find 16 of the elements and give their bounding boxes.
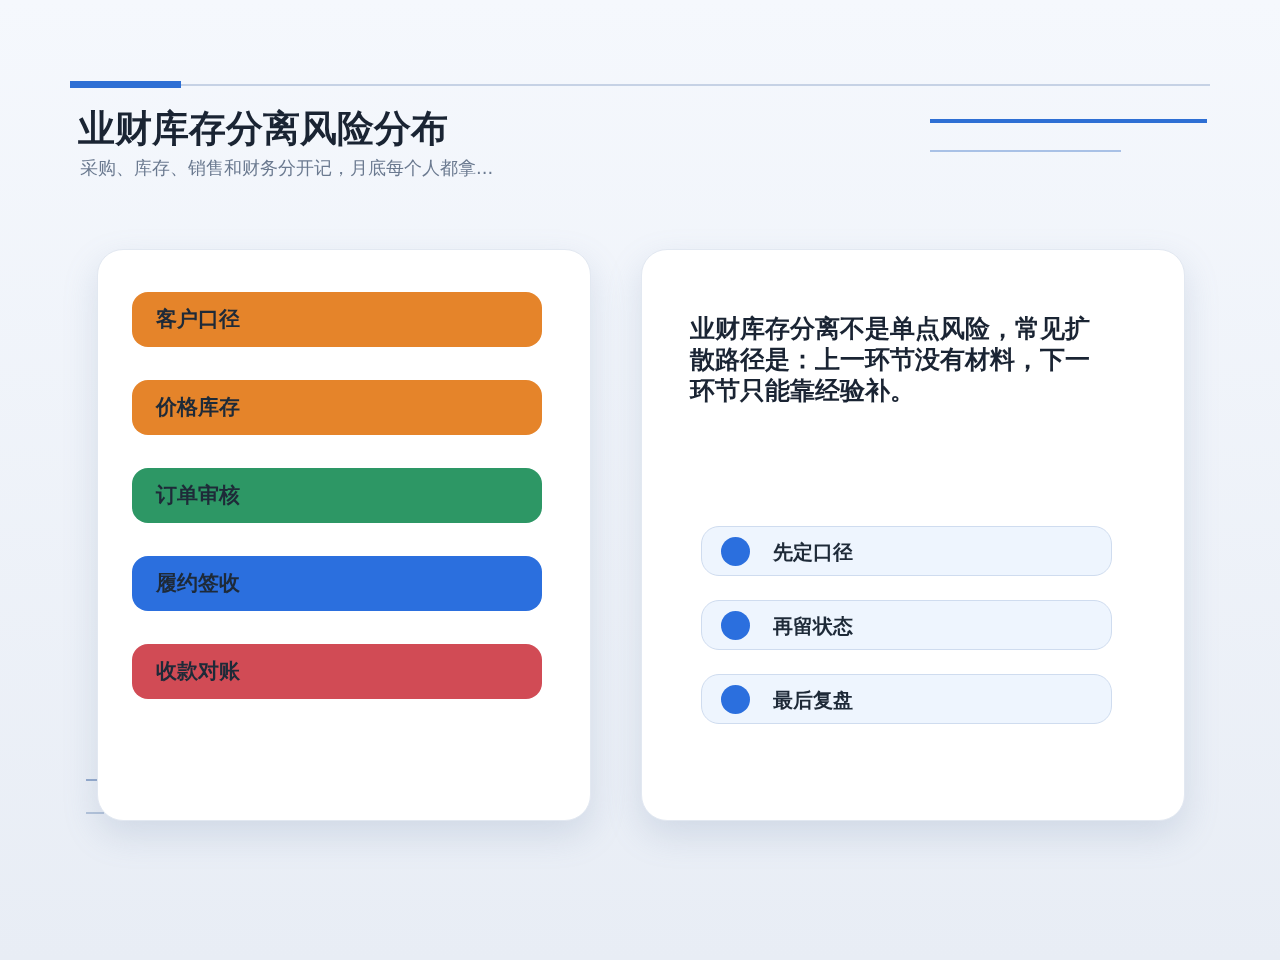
list-item-pill [701,526,1112,576]
item-text: 最后复盘 [773,688,853,712]
label-bar: 收款对账 [132,644,542,699]
item-text: 再留状态 [773,614,853,638]
label-bar: 履约签收 [132,556,542,611]
subtitle: 采购、库存、销售和财务分开记，月底每个人都拿... [80,156,494,180]
list-item-pill [701,600,1112,650]
list-item-pill [701,674,1112,724]
card [97,249,591,821]
label-bar: 客户口径 [132,292,542,347]
card [641,249,1185,821]
label-bar: 价格库存 [132,380,542,435]
paragraph-text: 业财库存分离不是单点风险，常见扩散路径是：上一环节没有材料，下一环节只能靠经验补。 [690,313,1091,406]
item-text: 先定口径 [773,540,853,564]
label-bar: 订单审核 [132,468,542,523]
title: 业财库存分离风险分布 [78,106,448,152]
